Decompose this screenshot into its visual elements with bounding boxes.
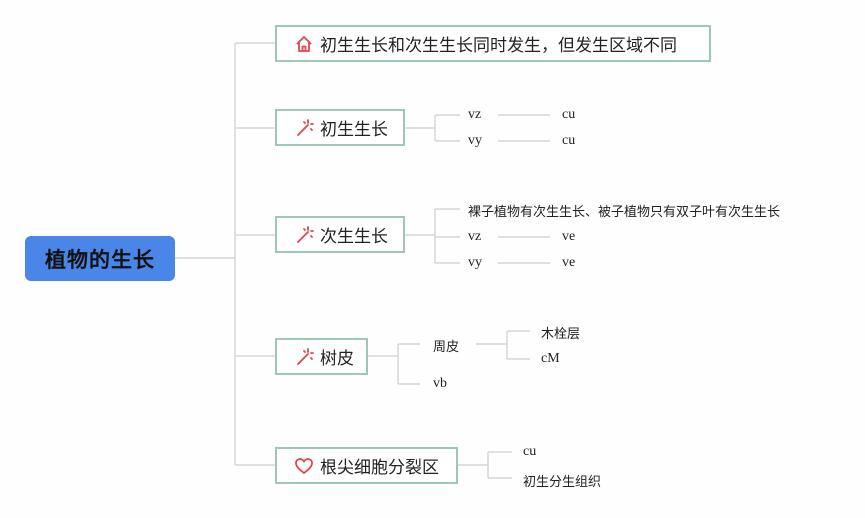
leaf-note: 裸子植物有次生生长、被子植物只有双子叶有次生生长: [468, 205, 781, 220]
leaf-key: vz: [468, 229, 482, 244]
leaf-key: vz: [468, 107, 482, 122]
branch-topic-bark[interactable]: 树皮: [275, 338, 368, 375]
branch-topic-secondary-growth[interactable]: 次生生长: [275, 216, 405, 253]
leaf-value: cu: [562, 133, 576, 148]
branch-label: 初生生长: [320, 120, 388, 140]
heart-icon: [294, 456, 314, 476]
leaf-key: vy: [468, 133, 482, 148]
leaf-extra: vb: [433, 376, 447, 391]
root-topic[interactable]: 植物的生长: [25, 236, 175, 281]
leaf-value: ve: [562, 229, 576, 244]
leaf-child: 初生分生组织: [523, 475, 602, 490]
branch-topic-primary-growth[interactable]: 初生生长: [275, 109, 405, 146]
leaf-key: vy: [468, 255, 482, 270]
branch-topic-growth-timing[interactable]: 初生生长和次生生长同时发生，但发生区域不同: [275, 25, 711, 62]
branch-label: 根尖细胞分裂区: [320, 458, 439, 478]
leaf-value: cu: [562, 107, 576, 122]
sparkle-icon: [294, 225, 314, 245]
branch-label: 树皮: [320, 349, 354, 369]
sparkle-icon: [294, 118, 314, 138]
leaf-child: 木栓层: [541, 327, 581, 342]
leaf-child: cM: [541, 351, 560, 366]
house-icon: [294, 34, 314, 54]
branch-label: 次生生长: [320, 227, 388, 247]
root-label: 植物的生长: [45, 247, 155, 272]
leaf-child: cu: [523, 444, 537, 459]
branch-label: 初生生长和次生生长同时发生，但发生区域不同: [320, 36, 677, 56]
subtopic-periderm: 周皮: [433, 340, 460, 355]
leaf-value: ve: [562, 255, 576, 270]
branch-topic-root-tip-meristem[interactable]: 根尖细胞分裂区: [275, 447, 458, 484]
sparkle-icon: [294, 347, 314, 367]
